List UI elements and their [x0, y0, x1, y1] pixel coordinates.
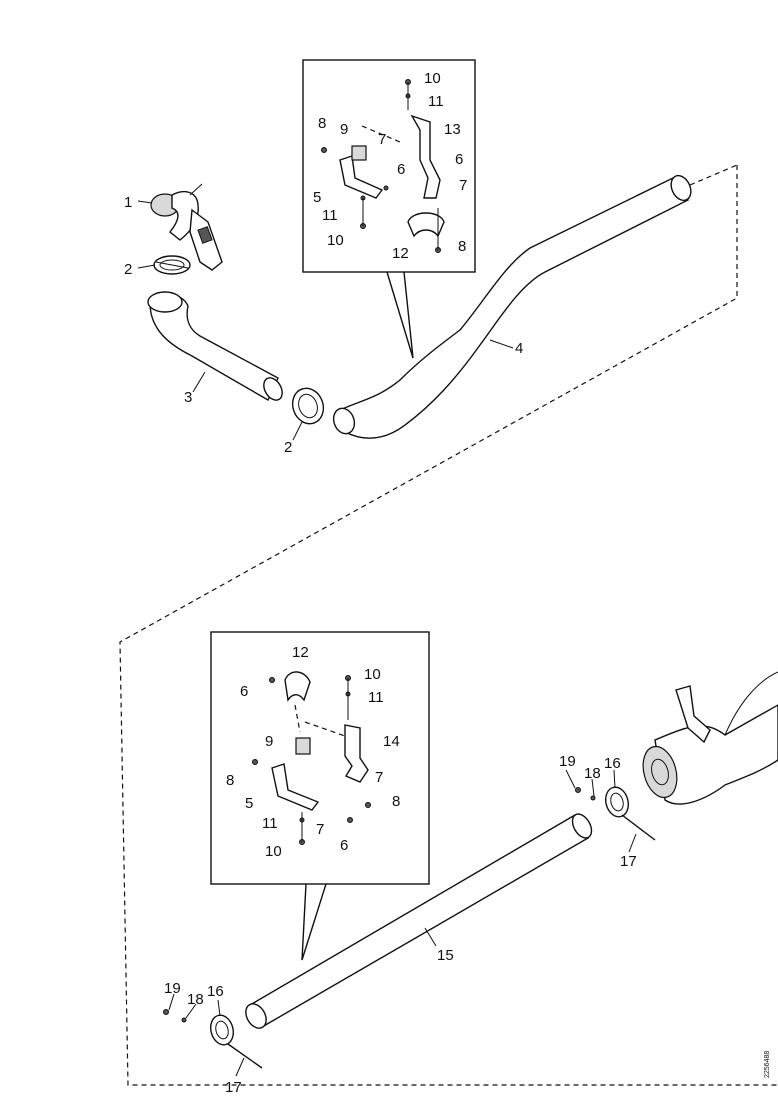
intermediate-pipe [245, 813, 593, 1029]
callout-3: 3 [184, 389, 192, 406]
inset-callout-7: 7 [378, 131, 386, 148]
inset-callout-10: 10 [265, 843, 282, 860]
top-inset-box [302, 59, 476, 359]
clamp-right [575, 786, 656, 841]
turbo-outlet-elbow [150, 183, 223, 271]
inset-callout-13: 13 [444, 121, 461, 138]
callout-4: 4 [515, 340, 523, 357]
callout-2: 2 [284, 439, 292, 456]
clamp-left [163, 1009, 263, 1069]
callout-19: 19 [164, 980, 181, 997]
inset-callout-8: 8 [458, 238, 466, 255]
callout-2: 2 [124, 261, 132, 278]
inset-callout-7: 7 [459, 177, 467, 194]
silencer-muffler [642, 671, 778, 805]
inset-callout-9: 9 [340, 121, 348, 138]
clamp-ring-middle [291, 387, 325, 425]
inset-callout-9: 9 [265, 733, 273, 750]
inset-callout-11: 11 [368, 689, 384, 706]
dashed-boundary-lines [119, 164, 778, 1086]
inset-callout-7: 7 [375, 769, 383, 786]
inset-callout-8: 8 [392, 793, 400, 810]
inset-callout-11: 11 [262, 815, 278, 832]
inset-callout-7: 7 [316, 821, 324, 838]
inset-callout-11: 11 [322, 207, 338, 224]
inset-callout-5: 5 [313, 189, 321, 206]
callout-16: 16 [207, 983, 224, 1000]
callout-17: 17 [225, 1079, 242, 1096]
inset-callout-6: 6 [397, 161, 405, 178]
inset-callout-14: 14 [383, 733, 400, 750]
inset-callout-12: 12 [392, 245, 409, 262]
inset-callout-11: 11 [428, 93, 444, 110]
inset-callout-10: 10 [424, 70, 441, 87]
inset-callout-5: 5 [245, 795, 253, 812]
inset-callout-6: 6 [340, 837, 348, 854]
top-inset-parts [321, 79, 445, 253]
clamp-ring-upper [153, 255, 191, 275]
callout-18: 18 [584, 765, 601, 782]
top-leaders [137, 200, 514, 441]
part-code: 2256488 [764, 1051, 771, 1078]
inset-callout-12: 12 [292, 644, 309, 661]
callout-18: 18 [187, 991, 204, 1008]
callout-19: 19 [559, 753, 576, 770]
callout-15: 15 [437, 947, 454, 964]
callout-1: 1 [124, 194, 132, 211]
inset-callout-6: 6 [240, 683, 248, 700]
bottom-inset-box [210, 631, 430, 961]
bottom-leaders [168, 769, 637, 1077]
callout-16: 16 [604, 755, 621, 772]
inset-callout-8: 8 [318, 115, 326, 132]
inset-callout-6: 6 [455, 151, 463, 168]
inset-callout-10: 10 [364, 666, 381, 683]
inset-callout-10: 10 [327, 232, 344, 249]
callout-17: 17 [620, 853, 637, 870]
front-pipe-section [147, 291, 283, 401]
long-exhaust-pipe [332, 174, 692, 439]
inset-callout-8: 8 [226, 772, 234, 789]
bottom-inset-parts [252, 671, 371, 845]
